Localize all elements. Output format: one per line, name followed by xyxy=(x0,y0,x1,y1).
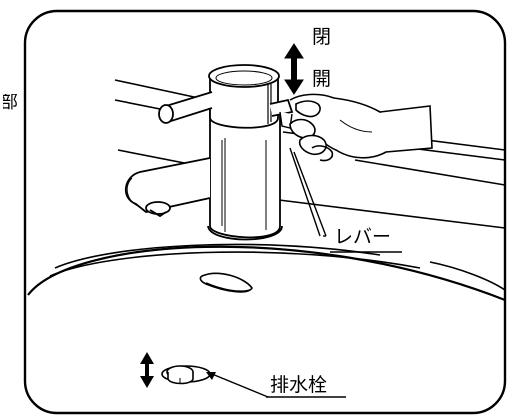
cropped-edge-text: 部 xyxy=(0,92,18,113)
stopper-leader xyxy=(206,372,346,398)
open-label: 開 xyxy=(312,68,332,90)
sink-basin xyxy=(27,243,505,302)
close-label: 閉 xyxy=(312,26,332,48)
lever-label: レバー xyxy=(334,226,392,248)
overflow-hole xyxy=(199,272,253,293)
faucet xyxy=(125,64,294,241)
lever-leader xyxy=(289,147,402,253)
open-close-arrow xyxy=(284,43,304,95)
hand xyxy=(289,93,433,162)
stopper-arrow xyxy=(140,352,154,388)
drain-stopper-label: 排水栓 xyxy=(270,374,328,396)
